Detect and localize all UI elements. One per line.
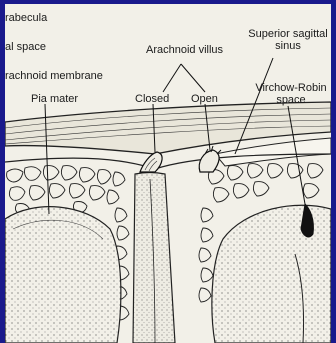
closed-villus xyxy=(140,152,162,172)
label-sinus-line1: Superior sagittal xyxy=(245,28,331,40)
label-closed: Closed xyxy=(135,93,169,105)
label-pia-mater: Pia mater xyxy=(31,93,78,105)
label-virchow-robin-line1: Virchow-Robin xyxy=(251,82,331,94)
label-sinus-line2: sinus xyxy=(245,40,331,52)
open-villus xyxy=(199,150,219,172)
left-gyrus xyxy=(5,207,121,343)
label-subarachnoid-space: al space xyxy=(5,41,46,53)
label-arachnoid-membrane: rachnoid membrane xyxy=(5,70,103,82)
label-virchow-robin-line2: space xyxy=(251,94,331,106)
label-trabecula: rabecula xyxy=(5,12,47,24)
falx xyxy=(133,173,175,343)
diagram-plate: rabecula al space rachnoid membrane Pia … xyxy=(5,4,331,343)
sinus-lumen xyxy=(215,138,331,166)
label-open: Open xyxy=(191,93,218,105)
label-arachnoid-villus: Arachnoid villus xyxy=(146,44,223,56)
